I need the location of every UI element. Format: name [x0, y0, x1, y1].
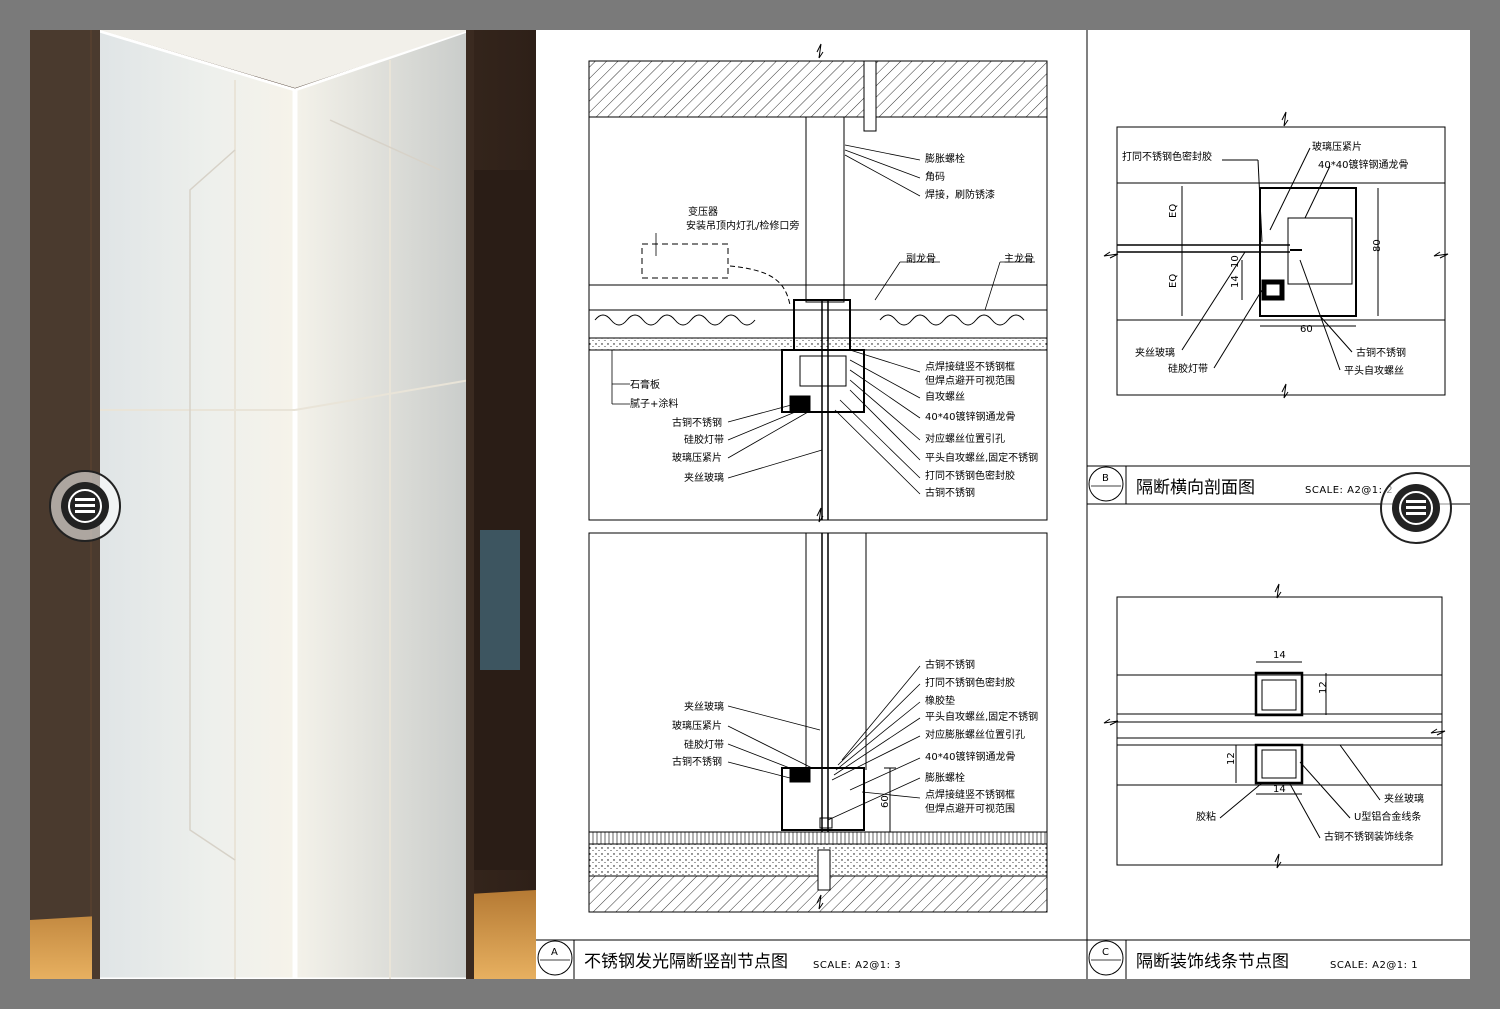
title-block-a: A 不锈钢发光隔断竖剖节点图 SCALE: A2@1: 3 — [537, 940, 901, 979]
label-a-left-low-1: 玻璃压紧片 — [672, 719, 722, 732]
label-a-right-mid-5: 平头自攻螺丝,固定不锈钢 — [925, 451, 1038, 464]
marker-a: A — [551, 947, 558, 958]
label-a-right-low-4: 对应膨胀螺丝位置引孔 — [925, 728, 1025, 741]
label-a-left-mid-0: 古铜不锈钢 — [672, 416, 722, 429]
partition-photo — [30, 30, 536, 979]
cad-drawings: 膨胀螺栓 角码 焊接，刷防锈漆 变压器 安装吊顶内灯孔/检修口旁 副龙骨 主龙骨… — [536, 30, 1470, 979]
logo-badge-icon — [49, 470, 121, 542]
label-a-upper-1: 角码 — [925, 171, 945, 183]
label-a-right-low-6: 膨胀螺栓 — [925, 771, 965, 784]
dim-a-60: 60 — [880, 795, 891, 808]
label-a-left-low-0: 夹丝玻璃 — [684, 700, 724, 713]
dim-c-3: 14 — [1273, 784, 1286, 795]
drawing-a-labels: 膨胀螺栓 角码 焊接，刷防锈漆 变压器 安装吊顶内灯孔/检修口旁 副龙骨 主龙骨… — [611, 144, 1038, 821]
label-b-5: 古铜不锈钢 — [1356, 346, 1406, 359]
label-b-2: 40*40镀锌钢通龙骨 — [1318, 158, 1408, 171]
title-b: 隔断横向剖面图 — [1136, 478, 1255, 498]
label-a-transformer-0: 变压器 — [688, 205, 718, 218]
drawing-sheet: 膨胀螺栓 角码 焊接，刷防锈漆 变压器 安装吊顶内灯孔/检修口旁 副龙骨 主龙骨… — [536, 30, 1470, 979]
label-a-right-low-7: 点焊接缝竖不锈钢框 — [925, 788, 1015, 801]
label-a-right-mid-4: 对应螺丝位置引孔 — [925, 432, 1005, 445]
label-a-left-mid-3: 夹丝玻璃 — [684, 471, 724, 484]
label-c-0: 夹丝玻璃 — [1384, 792, 1424, 805]
dim-b-0: EQ — [1168, 204, 1179, 218]
dim-b-4: 80 — [1372, 239, 1383, 252]
scale-c: SCALE: A2@1: 1 — [1330, 960, 1418, 971]
marker-c: C — [1102, 947, 1109, 958]
marker-b: B — [1102, 473, 1109, 484]
label-a-left-low-2: 硅胶灯带 — [684, 738, 724, 751]
label-a-right-mid-0: 点焊接缝竖不锈钢框 — [925, 360, 1015, 373]
title-a: 不锈钢发光隔断竖剖节点图 — [584, 952, 788, 972]
label-a-upper-0: 膨胀螺栓 — [925, 152, 965, 165]
title-block-c: C 隔断装饰线条节点图 SCALE: A2@1: 1 — [1088, 940, 1418, 979]
logo-badge-icon — [1380, 472, 1452, 544]
drawing-c — [1103, 583, 1446, 869]
label-a-left-upper-1: 腻子+涂料 — [630, 397, 678, 410]
label-b-0: 打同不锈钢色密封胶 — [1122, 150, 1212, 163]
label-a-right-low-0: 古铜不锈钢 — [925, 658, 975, 671]
label-a-right-mid-7: 古铜不锈钢 — [925, 486, 975, 499]
label-a-transformer-1: 安装吊顶内灯孔/检修口旁 — [686, 219, 799, 232]
label-b-4: 硅胶灯带 — [1168, 362, 1208, 375]
label-a-left-mid-1: 硅胶灯带 — [684, 433, 724, 446]
label-a-left-upper-0: 石膏板 — [630, 378, 660, 391]
dim-b-3: 14 — [1230, 275, 1241, 288]
label-a-ceiling-0: 副龙骨 — [906, 252, 936, 265]
label-a-left-mid-2: 玻璃压紧片 — [672, 451, 722, 464]
label-a-right-mid-3: 40*40镀锌钢通龙骨 — [925, 410, 1015, 423]
dim-c-1: 12 — [1318, 681, 1329, 694]
label-a-right-mid-2: 自攻螺丝 — [925, 390, 965, 403]
dim-c-2: 12 — [1226, 752, 1237, 765]
scale-a: SCALE: A2@1: 3 — [813, 960, 901, 971]
label-a-upper-2: 焊接，刷防锈漆 — [925, 188, 995, 201]
scale-b: SCALE: A2@1: 2 — [1305, 485, 1393, 496]
label-a-right-mid-1: 但焊点避开可视范围 — [925, 374, 1015, 387]
label-a-right-low-1: 打同不锈钢色密封胶 — [925, 676, 1015, 689]
label-c-2: U型铝合金线条 — [1354, 810, 1421, 823]
label-c-1: 胶粘 — [1196, 810, 1216, 823]
drawing-c-labels: 夹丝玻璃 胶粘 U型铝合金线条 古铜不锈钢装饰线条 14 12 12 14 — [1196, 650, 1424, 843]
title-c: 隔断装饰线条节点图 — [1136, 952, 1289, 972]
drawing-b-labels: 打同不锈钢色密封胶 玻璃压紧片 40*40镀锌钢通龙骨 夹丝玻璃 硅胶灯带 古铜… — [1122, 140, 1408, 377]
dim-b-1: EQ — [1168, 274, 1179, 288]
label-c-3: 古铜不锈钢装饰线条 — [1324, 830, 1414, 843]
label-b-3: 夹丝玻璃 — [1135, 346, 1175, 359]
label-b-1: 玻璃压紧片 — [1312, 140, 1362, 153]
label-a-right-low-8: 但焊点避开可视范围 — [925, 802, 1015, 815]
drawing-b — [1103, 111, 1449, 399]
dim-b-5: 60 — [1300, 324, 1313, 335]
label-a-ceiling-1: 主龙骨 — [1004, 252, 1034, 265]
label-a-left-low-3: 古铜不锈钢 — [672, 755, 722, 768]
label-a-right-low-2: 橡胶垫 — [925, 694, 955, 707]
title-block-b: B 隔断横向剖面图 SCALE: A2@1: 2 — [1088, 466, 1393, 504]
photo-illustration — [30, 30, 536, 979]
label-a-right-mid-6: 打同不锈钢色密封胶 — [925, 469, 1015, 482]
dim-c-0: 14 — [1273, 650, 1286, 661]
drawing-a — [588, 43, 1048, 913]
label-b-6: 平头自攻螺丝 — [1344, 364, 1404, 377]
label-a-right-low-3: 平头自攻螺丝,固定不锈钢 — [925, 710, 1038, 723]
dim-b-2: 10 — [1230, 255, 1241, 268]
label-a-right-low-5: 40*40镀锌钢通龙骨 — [925, 750, 1015, 763]
